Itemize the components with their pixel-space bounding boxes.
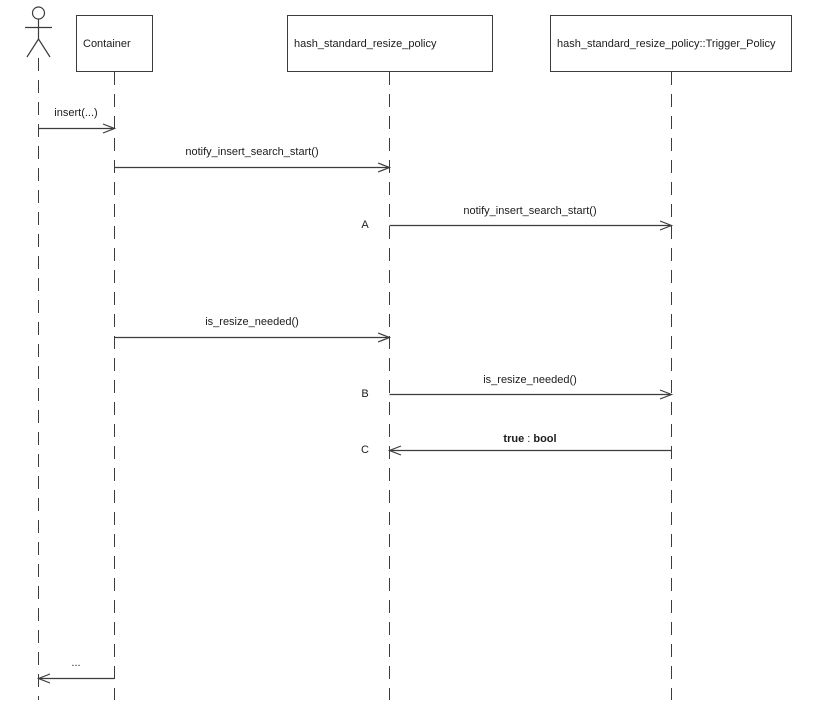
message-arrow-notify-insert-search-start-1 [114,162,392,173]
participant-container: Container [76,15,153,72]
message-arrow-insert [38,123,117,134]
message-arrow-is-resize-needed-1 [114,332,392,343]
actor-icon [25,6,52,58]
arrowhead-icon [377,332,392,343]
message-arrow-is-resize-needed-2 [389,389,674,400]
message-label-insert: insert(...) [54,107,98,119]
participant-label: Container [83,37,131,50]
message-label-is-resize-needed-1: is_resize_needed() [205,316,299,328]
arrowhead-icon [377,162,392,173]
message-label-is-resize-needed-2: is_resize_needed() [483,374,577,386]
arrowhead-icon [102,123,117,134]
message-label-return-bool: true : bool [420,432,640,446]
message-arrow-notify-insert-search-start-2 [389,220,674,231]
participant-label: hash_standard_resize_policy::Trigger_Pol… [557,37,776,50]
return-separator: : [524,433,534,445]
seq-label-a: A [361,219,369,231]
arrowhead-icon [36,673,51,684]
participant-trigger-policy: hash_standard_resize_policy::Trigger_Pol… [550,15,792,72]
return-value: true [503,433,525,445]
message-arrow-return-bool [387,445,672,456]
return-type: bool [533,433,557,445]
seq-label-c: C [361,444,369,456]
message-label-return-dots: ... [71,657,81,669]
message-label-notify-insert-search-start-2: notify_insert_search_start() [463,205,597,217]
arrowhead-icon [387,445,402,456]
participant-hash-standard-resize-policy: hash_standard_resize_policy [287,15,493,72]
message-arrow-return-dots [36,673,115,684]
seq-label-b: B [361,388,369,400]
arrowhead-icon [659,389,674,400]
message-label-notify-insert-search-start-1: notify_insert_search_start() [185,146,319,158]
participant-label: hash_standard_resize_policy [294,37,437,50]
arrowhead-icon [659,220,674,231]
